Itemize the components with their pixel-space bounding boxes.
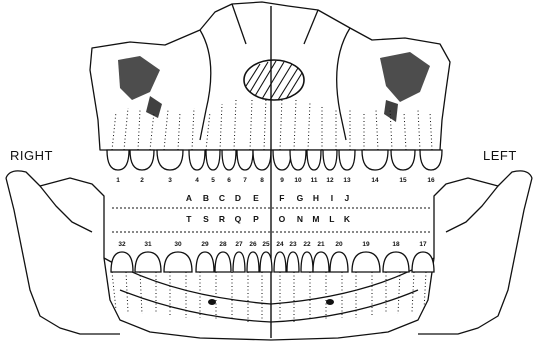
lower-tooth-crown xyxy=(313,252,329,272)
label-right: RIGHT xyxy=(10,148,53,163)
lower-tooth-crown xyxy=(412,252,434,272)
upper-tooth-crown xyxy=(157,150,183,170)
upper-tooth-crown xyxy=(273,150,291,170)
lower-tooth-number: 25 xyxy=(262,241,270,248)
upper-tooth-number: 13 xyxy=(343,177,351,184)
primary-upper-letter: A xyxy=(186,193,192,203)
upper-tooth-number: 6 xyxy=(227,177,231,184)
lower-tooth-crown xyxy=(247,252,259,272)
primary-lower-letter: K xyxy=(344,214,351,224)
lower-tooth-crown xyxy=(330,252,348,272)
upper-tooth-number: 12 xyxy=(326,177,334,184)
lower-tooth-number: 29 xyxy=(201,241,209,248)
upper-tooth-number: 16 xyxy=(427,177,435,184)
upper-tooth-crown xyxy=(237,150,253,170)
upper-tooth-number: 9 xyxy=(280,177,284,184)
lower-tooth-number: 31 xyxy=(144,241,152,248)
primary-lower-letter: T xyxy=(186,214,192,224)
upper-tooth-number: 4 xyxy=(195,177,199,184)
lower-tooth-number: 21 xyxy=(317,241,325,248)
lower-tooth-number: 27 xyxy=(235,241,243,248)
lower-tooth-crown xyxy=(111,252,133,272)
primary-lower-letter: Q xyxy=(235,214,242,224)
lower-tooth-crown xyxy=(164,252,192,272)
primary-lower-letter: R xyxy=(219,214,225,224)
upper-tooth-crown xyxy=(130,150,154,170)
primary-upper-letter: B xyxy=(203,193,209,203)
primary-upper-letter: G xyxy=(297,193,304,203)
upper-tooth-number: 3 xyxy=(168,177,172,184)
primary-upper-letter: C xyxy=(219,193,225,203)
lower-tooth-crown xyxy=(215,252,231,272)
lower-tooth-number: 19 xyxy=(362,241,370,248)
upper-crowns xyxy=(107,150,442,170)
primary-upper-letter: I xyxy=(331,193,334,203)
upper-tooth-crown xyxy=(107,150,129,170)
nasal-cavity-hatch xyxy=(244,60,304,100)
lower-tooth-crown xyxy=(274,252,286,272)
upper-tooth-number: 8 xyxy=(260,177,264,184)
lower-tooth-crown xyxy=(135,252,161,272)
primary-lower-letter: M xyxy=(312,214,319,224)
lower-tooth-crown xyxy=(301,252,313,272)
primary-lower-letter: L xyxy=(329,214,334,224)
primary-upper-letter: D xyxy=(235,193,241,203)
lower-tooth-crown xyxy=(196,252,214,272)
upper-tooth-number: 15 xyxy=(399,177,407,184)
lower-crowns xyxy=(111,252,434,272)
upper-tooth-crown xyxy=(206,150,220,170)
lower-tooth-number: 18 xyxy=(392,241,400,248)
primary-lower-letter: O xyxy=(279,214,286,224)
upper-tooth-number: 10 xyxy=(294,177,302,184)
upper-tooth-crown xyxy=(339,150,355,170)
upper-tooth-crown xyxy=(189,150,205,170)
primary-upper-letter: F xyxy=(279,193,284,203)
upper-tooth-number: 14 xyxy=(371,177,379,184)
upper-tooth-crown xyxy=(290,150,306,170)
lower-tooth-number: 17 xyxy=(419,241,427,248)
upper-tooth-crown xyxy=(323,150,337,170)
upper-tooth-number: 2 xyxy=(140,177,144,184)
lower-tooth-number: 30 xyxy=(174,241,182,248)
lower-tooth-number: 24 xyxy=(276,241,284,248)
lower-tooth-crown xyxy=(233,252,245,272)
primary-lower-letter: P xyxy=(253,214,259,224)
upper-tooth-crown xyxy=(362,150,388,170)
primary-lower-letter: N xyxy=(297,214,303,224)
upper-tooth-crown xyxy=(420,150,442,170)
lower-tooth-crown xyxy=(383,252,409,272)
lower-tooth-number: 22 xyxy=(303,241,311,248)
lower-tooth-number: 26 xyxy=(249,241,257,248)
upper-tooth-number: 11 xyxy=(311,177,318,184)
upper-tooth-crown xyxy=(391,150,415,170)
lower-tooth-number: 23 xyxy=(289,241,297,248)
lower-tooth-numbers: 32 31 30 29 28 27 26 25 24 23 22 21 20 19 18 17 xyxy=(118,241,427,248)
lower-tooth-number: 32 xyxy=(118,241,126,248)
upper-tooth-number: 7 xyxy=(243,177,247,184)
upper-tooth-crown xyxy=(307,150,321,170)
upper-tooth-number: 1 xyxy=(116,177,120,184)
lower-tooth-crown xyxy=(352,252,380,272)
primary-upper-letter: H xyxy=(313,193,319,203)
lower-tooth-number: 20 xyxy=(335,241,343,248)
lower-tooth-crown xyxy=(260,252,272,272)
primary-upper-letter: J xyxy=(345,193,350,203)
upper-tooth-crown xyxy=(253,150,271,170)
lower-tooth-crown xyxy=(287,252,299,272)
primary-lower-letter: S xyxy=(203,214,209,224)
upper-tooth-crown xyxy=(222,150,236,170)
label-left: LEFT xyxy=(483,148,517,163)
primary-upper-letter: E xyxy=(253,193,259,203)
lower-root-stipple xyxy=(112,272,426,322)
upper-tooth-number: 5 xyxy=(211,177,215,184)
lower-tooth-number: 28 xyxy=(219,241,227,248)
